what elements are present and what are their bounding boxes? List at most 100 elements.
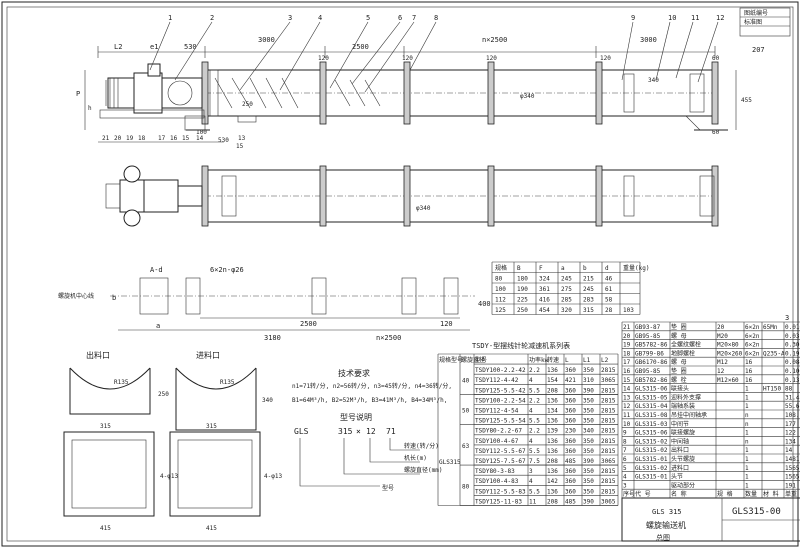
parts-table-cell: 88: [785, 386, 793, 393]
model-label-speed: 转速(转/分): [404, 442, 439, 450]
parts-table-cell: 191: [785, 482, 796, 489]
spec-table-header: 功率kw: [529, 356, 549, 364]
dim-table-cell: 112: [495, 297, 506, 304]
spec-table-cell: TSDY100-2.2-42: [475, 367, 526, 374]
spec-table-cell: 2.2: [529, 397, 540, 404]
dim-table-cell: 454: [539, 307, 550, 314]
fdn-120: 120: [440, 320, 453, 328]
parts-table-cell: GLS315-02: [635, 438, 668, 445]
spec-table-cell: 350: [583, 448, 594, 455]
parts-table-cell: 1: [745, 394, 749, 401]
parts-table-cell: 7: [623, 447, 627, 454]
dim-table-cell: 250: [517, 307, 528, 314]
dim-table-cell: 61: [605, 286, 613, 293]
parts-table-cell: 8: [623, 438, 627, 445]
spec-table-cell: 2815: [601, 468, 616, 475]
parts-table-cell: 驱动部分: [671, 481, 695, 489]
inlet-title: 进料口: [196, 350, 220, 360]
spec-table-cell: TSDY125-5.5-42: [475, 387, 526, 394]
spec-table-cell: 5.5: [529, 387, 540, 394]
spec-table-cell: 485: [565, 458, 576, 465]
parts-table-cell: GB6170-86: [635, 359, 668, 366]
dim-phi340: φ340: [520, 93, 535, 100]
parts-table-cell: 16: [745, 359, 753, 366]
dim-table-cell: 324: [539, 276, 550, 283]
spec-table-cell: 340: [583, 428, 594, 435]
dim-table-cell: 46: [605, 276, 613, 283]
spec-table-cell: 350: [583, 478, 594, 485]
callout-8: 8: [434, 14, 438, 22]
parts-table-cell: GLS315-03: [635, 421, 668, 428]
plan-view: φ340: [105, 165, 719, 227]
dim-table-cell: 320: [561, 307, 572, 314]
parts-table-header: 规 格: [717, 490, 733, 498]
spec-table-cell: 350: [583, 397, 594, 404]
callout-7: 7: [412, 14, 416, 22]
parts-table-header: 单重: [785, 490, 797, 498]
dim-table-cell: 58: [605, 297, 613, 304]
dim-530-top: 530: [184, 43, 197, 51]
spec-table-cell: 208: [547, 458, 558, 465]
parts-table-cell: 19: [623, 342, 631, 349]
parts-table-cell: 9: [623, 430, 627, 437]
outlet-height: 250: [158, 391, 169, 398]
dim-250: 250: [242, 101, 253, 108]
spec-table-cell: 2815: [601, 418, 616, 425]
spec-table-cell: 208: [547, 387, 558, 394]
parts-table-cell: 1: [745, 456, 749, 463]
parts-table-cell: 吊挂中间轴承: [671, 411, 707, 419]
dim-3000-right: 3000: [640, 36, 657, 44]
spec-table-cell: 360: [565, 448, 576, 455]
spec-table-cell: 360: [565, 488, 576, 495]
tech-line-1: n1=71转/分, n2=56转/分, n3=45转/分, n4=36转/分,: [292, 382, 452, 390]
model-code-x: ×: [356, 427, 361, 436]
parts-table-cell: 联接头: [671, 385, 689, 393]
spec-table-cell: 350: [583, 488, 594, 495]
spec-table-cell: TSDY125-11-83: [475, 498, 522, 505]
callout-1: 1: [168, 14, 172, 22]
spec-table-cell: 350: [583, 468, 594, 475]
parts-table-cell: 5: [623, 465, 627, 472]
parts-table-cell: GLS315-06: [635, 430, 668, 437]
title-sub: 总图: [656, 533, 670, 542]
parts-table-cell: M12×60: [717, 377, 739, 384]
parts-table-cell: 1: [745, 465, 749, 472]
parts-table-cell: 14: [785, 447, 793, 454]
parts-table-cell: GLS315-01: [635, 456, 668, 463]
callout-9: 9: [631, 14, 635, 22]
spec-table-cell: 2815: [601, 478, 616, 485]
parts-table-cell: 头节螺旋: [671, 455, 695, 463]
spec-table-cell: 4: [529, 478, 533, 485]
parts-table-cell: M20×260: [717, 350, 743, 357]
dim-table-cell: 28: [605, 307, 613, 314]
spec-table-cell: 350: [583, 418, 594, 425]
corner-block: 图纸编号 标准图: [739, 7, 791, 37]
spec-table-cell: TSDY80-2.2-67: [475, 428, 522, 435]
parts-table-cell: 55.6: [785, 403, 800, 410]
dim-15: 15: [236, 143, 244, 150]
spec-table-cell: 136: [547, 397, 558, 404]
spec-table-cell: 2815: [601, 387, 616, 394]
dim-table-cell: 315: [583, 307, 594, 314]
dim-table-cell: 103: [623, 307, 634, 314]
spec-table-cell: 7.5: [529, 458, 540, 465]
parts-table-cell: M20×80: [717, 342, 739, 349]
parts-table-cell: 12: [623, 403, 631, 410]
parts-table-cell: 6: [623, 456, 627, 463]
spec-table-cell: 4: [529, 377, 533, 384]
screw-flight: [214, 77, 381, 109]
dim-100: 100: [196, 129, 207, 136]
spec-side-label: GLS315: [439, 459, 461, 466]
dim-table-cell: 180: [517, 276, 528, 283]
parts-table-cell: n: [745, 412, 749, 419]
model-code-c: 12: [366, 427, 376, 436]
spec-table-cell: 3065: [601, 377, 616, 384]
callout-20: 20: [114, 135, 122, 142]
parts-table-cell: 10: [623, 421, 631, 428]
tech-line-2: B1=64M³/h, B2=52M³/h, B3=41M³/h, B4=34M³…: [292, 397, 447, 404]
spec-table-cell: 154: [547, 377, 558, 384]
parts-table-cell: GLS315-04: [635, 403, 668, 410]
dim-p: P: [76, 90, 80, 98]
spec-table-cell: 3065: [601, 498, 616, 505]
